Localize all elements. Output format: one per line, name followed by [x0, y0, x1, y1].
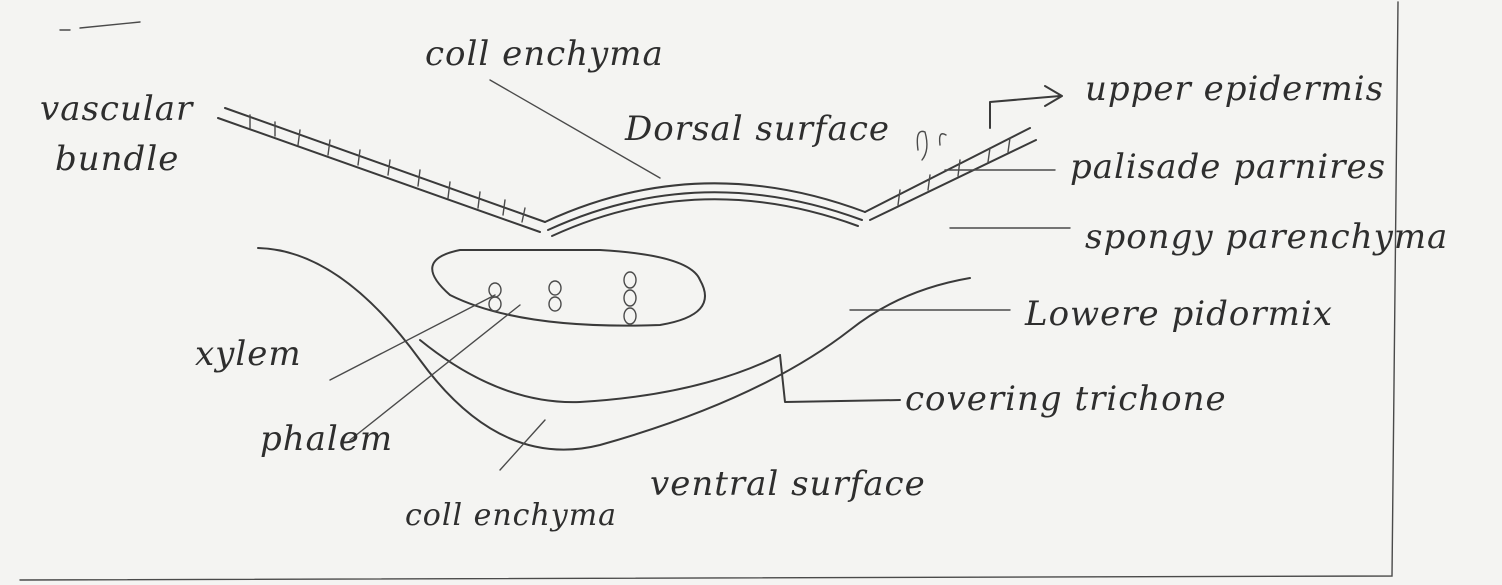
- leader-collenchyma-bottom: [500, 420, 545, 470]
- arrow-upper-epidermis: [990, 86, 1062, 128]
- label-collenchyma-top: coll enchyma: [425, 34, 664, 74]
- vascular-hatch-right: [898, 138, 1010, 205]
- label-spongy: spongy parenchyma: [1085, 217, 1448, 257]
- label-lower-epidermis: Lowere pidormix: [1024, 294, 1333, 334]
- label-dorsal-surface: Dorsal surface: [624, 109, 890, 149]
- leader-xylem: [330, 295, 495, 380]
- label-upper-epidermis: upper epidermis: [1085, 69, 1384, 109]
- margin-mark: [60, 22, 140, 30]
- palisade-cells: [917, 131, 946, 160]
- trichome-bracket: [780, 355, 900, 402]
- lower-epidermis-inner: [420, 340, 780, 402]
- label-bundle: bundle: [55, 139, 179, 179]
- label-covering-trichome: covering trichone: [905, 379, 1227, 419]
- label-ventral-surface: ventral surface: [650, 464, 926, 504]
- label-phloem: phalem: [260, 419, 393, 459]
- upper-surface-right: [865, 128, 1036, 220]
- label-xylem: xylem: [195, 334, 302, 374]
- upper-surface-left: [218, 108, 545, 232]
- label-palisade: palisade parnires: [1070, 147, 1386, 187]
- label-collenchyma-bottom: coll enchyma: [405, 498, 617, 533]
- label-vascular: vascular: [40, 89, 194, 129]
- collenchyma-band: [545, 183, 865, 236]
- vascular-bundle-outline: [432, 250, 705, 326]
